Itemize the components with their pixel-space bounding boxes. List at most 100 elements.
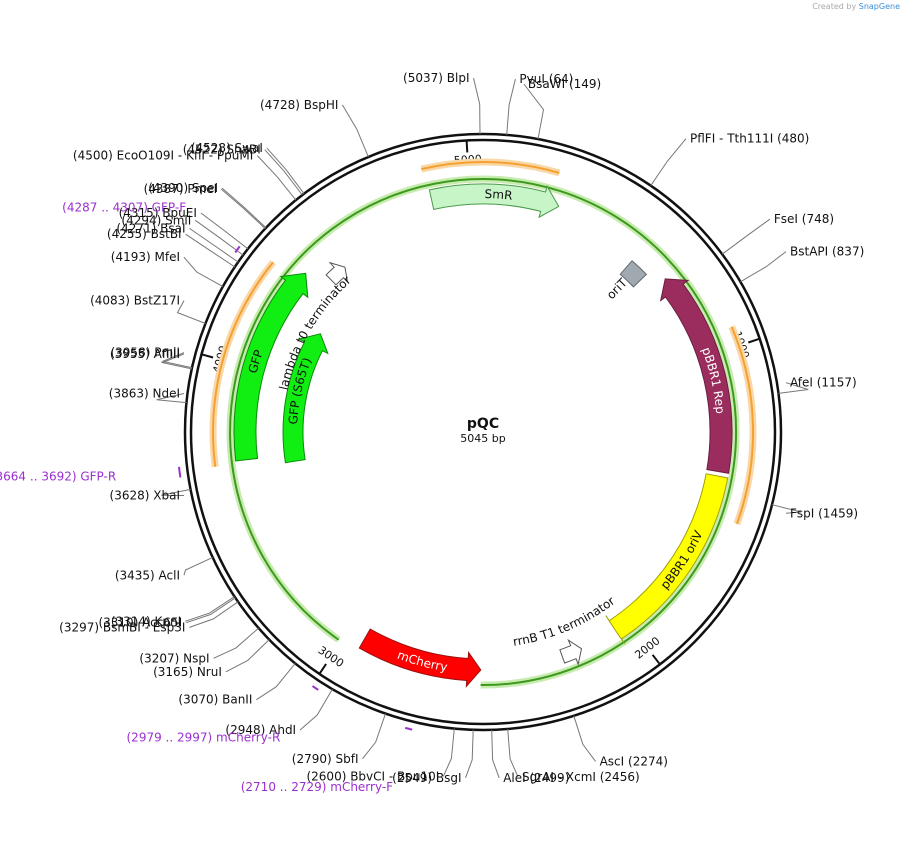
site-line-3958-pmli	[161, 352, 193, 369]
site-line-sgrai-xcmi-2456	[507, 728, 519, 778]
site-labels: PvuI (64)BsaWI (149) PflFI - Tth111I (480…	[59, 71, 864, 785]
site-label-4255-bstbi[interactable]: (4255) BstBI	[107, 227, 182, 241]
primer-label-3664-3692-gfp-r[interactable]: (3664 .. 3692) GFP-R	[0, 470, 116, 484]
pbbr1-oriv-feature[interactable]	[605, 473, 729, 645]
rrnb-t1-terminator-feature[interactable]	[559, 638, 583, 666]
plasmid-size: 5045 bp	[460, 432, 505, 445]
credit-brand: SnapGene	[858, 2, 900, 11]
primer-label-4287-4307-gfp-f[interactable]: (4287 .. 4307) GFP-F	[62, 200, 186, 214]
site-label-4083-bstz17i[interactable]: (4083) BstZ17I	[90, 294, 180, 308]
primer-mark-2710-2729-mcherry-f	[404, 726, 413, 731]
site-label-4728-bsphi[interactable]: (4728) BspHI	[260, 98, 338, 112]
site-label-3310-acc65i[interactable]: (3310) Acc65I	[98, 616, 182, 630]
site-line-3165-nrui	[225, 639, 270, 673]
smr-label: SmR	[484, 187, 513, 203]
site-label-3070-banii[interactable]: (3070) BanII	[178, 693, 252, 707]
site-label-4528-swai[interactable]: (4528) SwaI	[191, 141, 263, 155]
site-label-2948-ahdi[interactable]: (2948) AhdI	[225, 723, 296, 737]
gfp-orf-arc	[212, 261, 274, 467]
tick-3000-label: 3000	[316, 644, 346, 670]
gfp-feature[interactable]	[233, 272, 309, 462]
site-label-2600-bbvci-bpu10i[interactable]: (2600) BbvCI - Bpu10I	[306, 769, 439, 783]
site-line-5037-blpi	[473, 77, 481, 135]
site-label-bsawi-149[interactable]: BsaWI (149)	[528, 77, 601, 91]
site-label-4500-ecoo109i-kfli-ppumi[interactable]: (4500) EcoO109I - KflI - PpuMI	[73, 149, 253, 163]
site-line-3207-nspi	[213, 627, 259, 659]
site-label-pflfi-tth111i-480[interactable]: PflFI - Tth111I (480)	[690, 132, 809, 146]
site-label-3628-xbai[interactable]: (3628) XbaI	[110, 489, 180, 503]
site-label-3435-acli[interactable]: (3435) AclI	[115, 568, 180, 582]
features	[233, 183, 733, 688]
site-line-4728-bsphi	[341, 104, 369, 158]
site-label-asci-2274[interactable]: AscI (2274)	[600, 754, 668, 768]
backbone-inner-ring	[189, 138, 777, 726]
primer-mark-2979-2997-mcherry-r	[311, 685, 319, 691]
snapgene-credit: Created by SnapGene	[812, 2, 900, 11]
site-line-pflfi-tth111i-480	[650, 138, 687, 186]
gfp-label: GFP	[246, 348, 266, 375]
smr-feature[interactable]	[428, 183, 560, 219]
site-line-4387-pmei	[220, 188, 266, 229]
site-line-3297-bsmbi-esp3i	[189, 601, 239, 628]
site-label-fspi-1459[interactable]: FspI (1459)	[790, 506, 858, 520]
site-line-3955-afliii	[160, 353, 192, 370]
site-label-bstapi-837[interactable]: BstAPI (837)	[790, 245, 864, 259]
site-label-3955-afliii[interactable]: (3955) AflIII	[110, 347, 180, 361]
site-label-3958-pmli[interactable]: (3958) PmlI	[110, 346, 180, 360]
site-line-bsawi-149	[523, 83, 545, 140]
tick-2000-label: 2000	[632, 634, 662, 661]
site-label-2790-sbfi[interactable]: (2790) SbfI	[292, 752, 359, 766]
site-line-bstapi-837	[740, 251, 787, 283]
site-line-4271-bsai	[189, 227, 239, 263]
site-line-4294-smli	[195, 219, 244, 256]
site-label-4390-spei[interactable]: (4390) SpeI	[148, 181, 218, 195]
site-label-3165-nrui[interactable]: (3165) NruI	[153, 665, 222, 679]
site-label-fsei-748[interactable]: FseI (748)	[774, 212, 834, 226]
site-line-3314-kpni	[185, 596, 235, 622]
site-line-4390-spei	[221, 187, 267, 229]
site-label-afei-1157[interactable]: AfeI (1157)	[790, 376, 857, 390]
tick-3000-mark	[318, 663, 327, 675]
tick-2000-mark	[651, 654, 661, 665]
site-label-pvui-64[interactable]: PvuI (64)	[519, 72, 573, 86]
credit-prefix: Created by	[812, 2, 857, 11]
primers: (4287 .. 4307) GFP-F (3664 .. 3692) GFP-R…	[0, 200, 413, 794]
primer-label-2979-2997-mcherry-r[interactable]: (2979 .. 2997) mCherry-R	[127, 731, 281, 745]
primer-label-2710-2729-mcherry-f[interactable]: (2710 .. 2729) mCherry-F	[241, 780, 393, 794]
site-label-2549-bsgi[interactable]: (2549) BsgI	[392, 771, 461, 785]
site-line-2948-ahdi	[299, 688, 333, 731]
site-line-4083-bstz17i	[176, 300, 206, 324]
primer-mark-3664-3692-gfp-r	[178, 466, 182, 478]
site-label-4294-smli[interactable]: (4294) SmlI	[121, 213, 191, 227]
orit-feature[interactable]	[619, 260, 648, 288]
lambda-t0-terminator-feature[interactable]	[325, 261, 349, 286]
site-line-fspi-1459	[771, 504, 802, 514]
site-label-4387-pmei[interactable]: (4387) PmeI	[144, 182, 218, 196]
tick-4000-mark	[201, 353, 214, 359]
site-label-4193-mfei[interactable]: (4193) MfeI	[111, 250, 180, 264]
site-line-4315-bpuei	[200, 212, 249, 250]
site-label-3207-nspi[interactable]: (3207) NspI	[139, 651, 209, 665]
pbbr1-rep-feature[interactable]	[659, 278, 733, 474]
site-line-3628-xbai	[161, 488, 191, 496]
site-line-4193-mfei	[183, 256, 224, 288]
plasmid-name: pQC	[467, 416, 499, 432]
site-line-4255-bstbi	[185, 233, 236, 268]
site-label-4522-snabi[interactable]: (4522) SnaBI	[183, 143, 261, 157]
site-label-4315-bpuei[interactable]: (4315) BpuEI	[119, 206, 197, 220]
smr-orf-arc	[421, 160, 560, 174]
site-line-alei-2499	[491, 729, 500, 779]
site-line-asci-2274	[573, 715, 597, 762]
tick-5000-mark	[465, 140, 469, 153]
site-label-alei-2499[interactable]: AleI (2499)	[503, 771, 569, 785]
site-label-4271-bsai[interactable]: (4271) BsaI	[116, 221, 185, 235]
site-label-sgrai-xcmi-2456[interactable]: SgrAI - XcmI (2456)	[522, 770, 640, 784]
site-label-5037-blpi[interactable]: (5037) BlpI	[403, 71, 469, 85]
site-line-4500-ecoo109i-kfli-ppumi	[256, 155, 297, 201]
gfp-s65t-feature[interactable]	[282, 333, 329, 464]
site-label-3863-ndei[interactable]: (3863) NdeI	[109, 387, 180, 401]
site-label-3297-bsmbi-esp3i[interactable]: (3297) BsmBI - Esp3I	[59, 620, 185, 634]
mcherry-feature[interactable]	[358, 628, 482, 688]
site-label-3314-kpni[interactable]: (3314) KpnI	[111, 614, 181, 628]
